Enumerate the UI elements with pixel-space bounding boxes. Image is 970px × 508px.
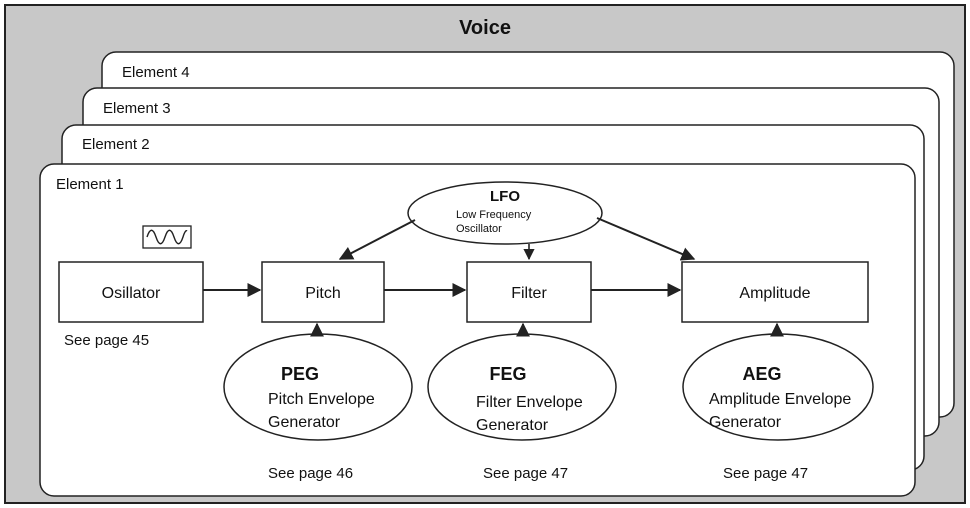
- lfo-name-line2: Oscillator: [456, 223, 502, 235]
- peg-name-line1: Pitch Envelope: [268, 391, 375, 408]
- aeg-abbr: AEG: [742, 364, 781, 384]
- element-4-label: Element 4: [122, 64, 190, 81]
- peg-name-line2: Generator: [268, 414, 341, 431]
- lfo-abbr: LFO: [490, 188, 520, 205]
- reference-feg: See page 47: [483, 465, 568, 482]
- arrow-lfo-to-amplitude: [596, 217, 696, 261]
- aeg-ellipse: AEG Amplitude Envelope Generator: [682, 333, 874, 441]
- pitch-label: Pitch: [305, 285, 341, 302]
- peg-abbr: PEG: [281, 364, 319, 384]
- feg-name-line2: Generator: [476, 417, 549, 434]
- pitch-block: Pitch: [261, 261, 385, 323]
- sine-wave-icon: [142, 225, 192, 249]
- feg-name-line1: Filter Envelope: [476, 394, 583, 411]
- peg-ellipse: PEG Pitch Envelope Generator: [223, 333, 413, 441]
- lfo-name-line1: Low Frequency: [456, 209, 532, 221]
- reference-aeg: See page 47: [723, 465, 808, 482]
- oscillator-label: Osillator: [102, 285, 161, 302]
- reference-peg: See page 46: [268, 465, 353, 482]
- filter-label: Filter: [511, 285, 547, 302]
- filter-block: Filter: [466, 261, 592, 323]
- amplitude-block: Amplitude: [681, 261, 869, 323]
- element-2-label: Element 2: [82, 136, 150, 153]
- voice-title: Voice: [459, 17, 511, 39]
- aeg-name-line1: Amplitude Envelope: [709, 391, 851, 408]
- oscillator-block: Osillator: [58, 261, 204, 323]
- aeg-name-line2: Generator: [709, 414, 782, 431]
- feg-abbr: FEG: [489, 364, 526, 384]
- reference-oscillator: See page 45: [64, 332, 149, 349]
- feg-ellipse: FEG Filter Envelope Generator: [427, 333, 617, 441]
- amplitude-label: Amplitude: [739, 285, 810, 302]
- arrow-lfo-to-pitch: [338, 219, 416, 260]
- lfo-ellipse: LFO Low Frequency Oscillator: [407, 181, 603, 245]
- element-3-label: Element 3: [103, 100, 171, 117]
- element-1-label: Element 1: [56, 176, 124, 193]
